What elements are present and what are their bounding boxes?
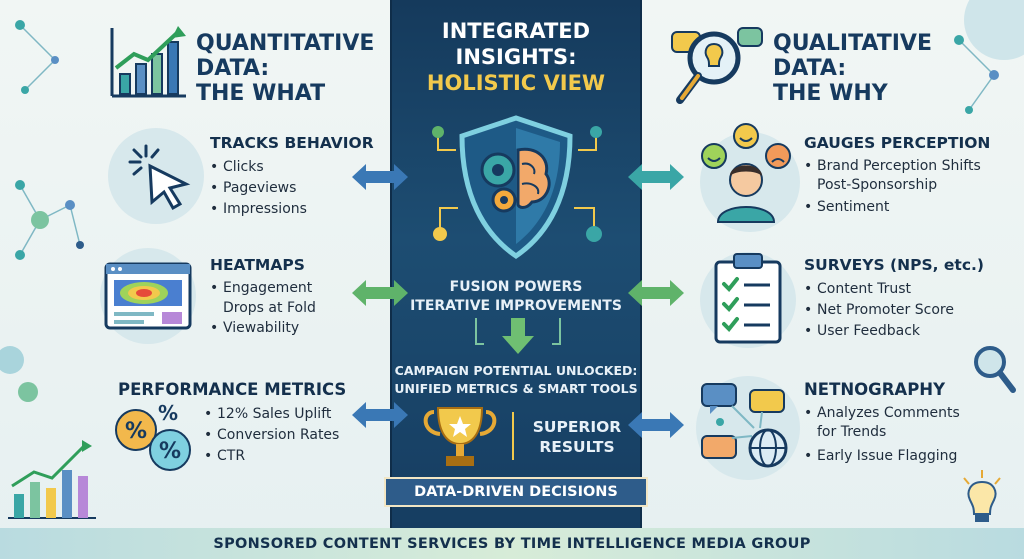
center-title-line2: INSIGHTS: (455, 45, 577, 69)
list-item: 12% Sales Uplift (204, 404, 339, 425)
list-item: Pageviews (210, 178, 374, 199)
heatmaps-section: HEATMAPS Engagement Drops at Fold Viewab… (210, 256, 316, 339)
magnifier-lightbulb-chat-icon (671, 27, 763, 104)
performance-metrics-list: 12% Sales Uplift Conversion Rates CTR (204, 404, 339, 467)
clipboard-checklist-icon (714, 253, 782, 344)
campaign-text: CAMPAIGN POTENTIAL UNLOCKED: UNIFIED MET… (394, 363, 638, 396)
list-item: Content Trust (804, 279, 984, 300)
list-item: Engagement Drops at Fold (210, 278, 316, 318)
list-item: Viewability (210, 318, 316, 339)
list-item: Brand Perception Shifts Post-Sponsorship (804, 157, 990, 195)
netnography-section: NETNOGRAPHY Analyzes Comments for Trends… (804, 380, 960, 467)
trophy-icon (423, 407, 497, 466)
superior-divider (512, 412, 514, 460)
list-item: Conversion Rates (204, 425, 339, 446)
cursor-icon (128, 144, 191, 211)
svg-text:%: % (125, 419, 147, 444)
shield-gear-brain-icon (432, 115, 602, 260)
svg-text:%: % (158, 404, 178, 425)
surveys-section: SURVEYS (NPS, etc.) Content Trust Net Pr… (804, 256, 984, 342)
double-arrow-blue-right-3-icon (628, 412, 684, 438)
center-title-line1: INTEGRATED (441, 19, 591, 43)
section-heading: TRACKS BEHAVIOR (210, 134, 374, 152)
list-item: Clicks (210, 157, 374, 178)
section-list: 12% Sales Uplift Conversion Rates CTR (204, 404, 339, 467)
section-heading: HEATMAPS (210, 256, 305, 274)
dots-decoration-left-icon (0, 346, 38, 402)
gauges-perception-section: GAUGES PERCEPTION Brand Perception Shift… (804, 134, 990, 218)
double-arrow-green-left-2-icon (352, 280, 408, 306)
section-list: Content Trust Net Promoter Score User Fe… (804, 279, 984, 342)
list-item: Impressions (210, 199, 374, 220)
section-heading: PERFORMANCE METRICS (118, 380, 347, 399)
bar-chart-decoration-icon (8, 440, 96, 519)
section-list: Clicks Pageviews Impressions (210, 157, 374, 220)
fusion-text: FUSION POWERS ITERATIVE IMPROVEMENTS (410, 279, 622, 314)
double-arrow-green-right-2-icon (628, 280, 684, 306)
list-item: Net Promoter Score (804, 300, 984, 321)
section-list: Analyzes Comments for Trends Early Issue… (804, 404, 960, 467)
list-item: User Feedback (804, 321, 984, 342)
double-arrow-blue-left-3-icon (352, 402, 408, 428)
lightbulb-decoration-icon (963, 470, 1001, 522)
magnifier-decoration-icon (974, 346, 1016, 393)
quantitative-title: QUANTITATIVE DATA: THE WHAT (196, 31, 375, 106)
heatmap-icon (104, 262, 192, 330)
section-heading: SURVEYS (NPS, etc.) (804, 256, 984, 274)
performance-metrics-section: PERFORMANCE METRICS (118, 380, 346, 399)
double-arrow-teal-right-1-icon (628, 164, 684, 190)
section-list: Brand Perception Shifts Post-Sponsorship… (804, 157, 990, 218)
center-panel (390, 0, 642, 530)
list-item: Sentiment (804, 197, 990, 218)
tracks-behavior-section: TRACKS BEHAVIOR Clicks Pageviews Impress… (210, 134, 374, 220)
footer-banner: SPONSORED CONTENT SERVICES BY TIME INTEL… (0, 528, 1024, 559)
data-driven-ribbon: DATA-DRIVEN DECISIONS (384, 477, 648, 507)
bar-chart-growth-icon (110, 26, 186, 98)
section-list: Engagement Drops at Fold Viewability (210, 278, 316, 339)
svg-text:%: % (159, 439, 181, 464)
qualitative-title: QUALITATIVE DATA: THE WHY (773, 31, 932, 106)
double-arrow-blue-left-1-icon (352, 164, 408, 190)
list-item: Early Issue Flagging (804, 446, 960, 467)
section-heading: GAUGES PERCEPTION (804, 134, 991, 152)
center-title-line3: HOLISTIC VIEW (426, 71, 606, 95)
center-title: INTEGRATED INSIGHTS: HOLISTIC VIEW (392, 18, 640, 96)
converging-arrows-icon (475, 318, 561, 354)
network-decoration-left-icon (15, 20, 84, 260)
section-heading: NETNOGRAPHY (804, 380, 946, 399)
percent-icon: % % % (115, 404, 191, 471)
chat-globe-icon (701, 383, 788, 468)
list-item: Analyzes Comments for Trends (804, 404, 960, 442)
person-emotions-icon (701, 123, 791, 223)
network-decoration-right-icon (954, 0, 1024, 114)
list-item: CTR (204, 446, 339, 467)
superior-results-text: SUPERIOR RESULTS (532, 418, 622, 456)
